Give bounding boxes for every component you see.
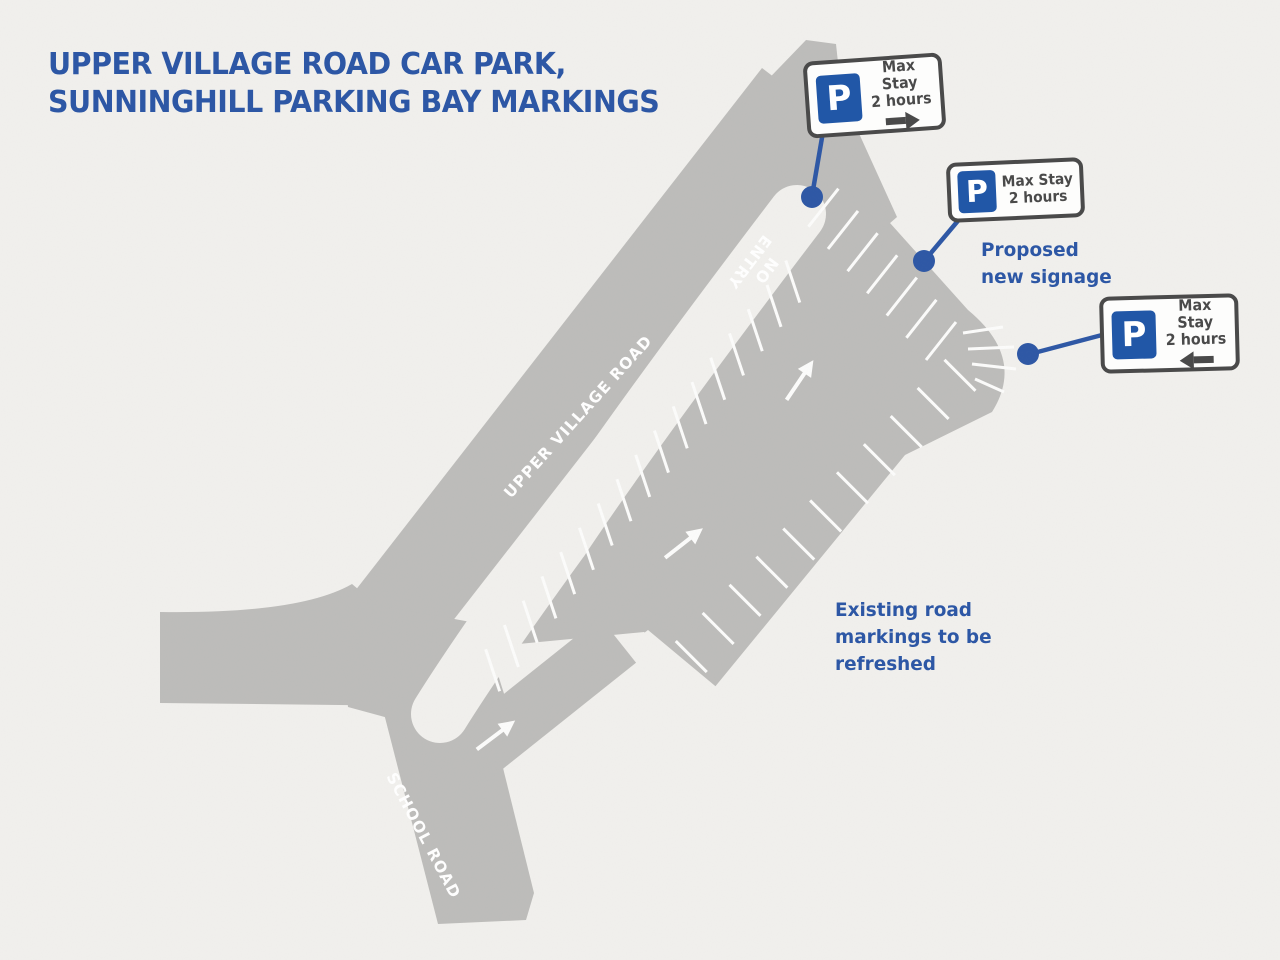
parking-p-icon: P xyxy=(1111,309,1157,359)
page-title-line-2: SUNNINGHILL PARKING BAY MARKINGS xyxy=(48,85,660,120)
sign-max-stay-label: Max Stay xyxy=(1177,295,1214,332)
sign-duration-label: 2 hours xyxy=(1008,186,1068,208)
sign-duration-label: 2 hours xyxy=(870,88,932,111)
page-title: UPPER VILLAGE ROAD CAR PARK, SUNNINGHILL… xyxy=(48,46,660,122)
parking-sign-middle: P Max Stay 2 hours xyxy=(945,157,1086,223)
proposed-signage-note: Proposed new signage xyxy=(981,239,1112,288)
arrow-right-icon xyxy=(885,110,920,130)
parking-sign-right: P Max Stay 2 hours xyxy=(1099,293,1240,374)
parking-p-icon: P xyxy=(815,72,863,124)
parking-sign-top: P Max Stay 2 hours xyxy=(802,52,947,139)
sign-duration-label: 2 hours xyxy=(1165,329,1227,349)
existing-markings-note: Existing road markings to be refreshed xyxy=(835,599,992,675)
arrow-left-icon xyxy=(1178,350,1214,370)
page-title-line-1: UPPER VILLAGE ROAD CAR PARK, xyxy=(48,47,566,82)
parking-p-icon: P xyxy=(957,169,997,214)
